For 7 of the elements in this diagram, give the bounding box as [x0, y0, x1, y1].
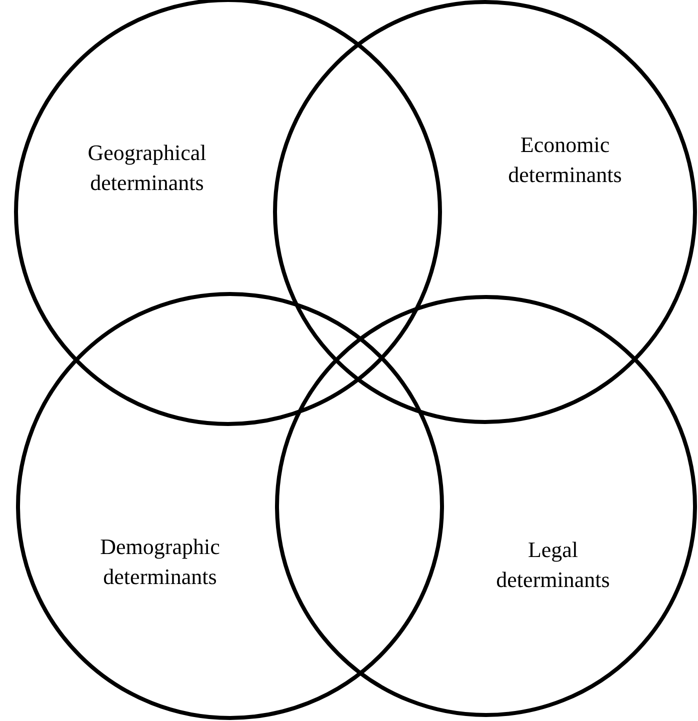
venn-circle [275, 2, 695, 422]
venn-circle [277, 297, 695, 715]
circle-label: Economic determinants [507, 131, 623, 189]
circle-label: Demographic determinants [99, 533, 221, 591]
venn-circle [18, 294, 442, 718]
circle-label: Legal determinants [495, 536, 611, 594]
circle-label: Geographical determinants [86, 139, 208, 197]
